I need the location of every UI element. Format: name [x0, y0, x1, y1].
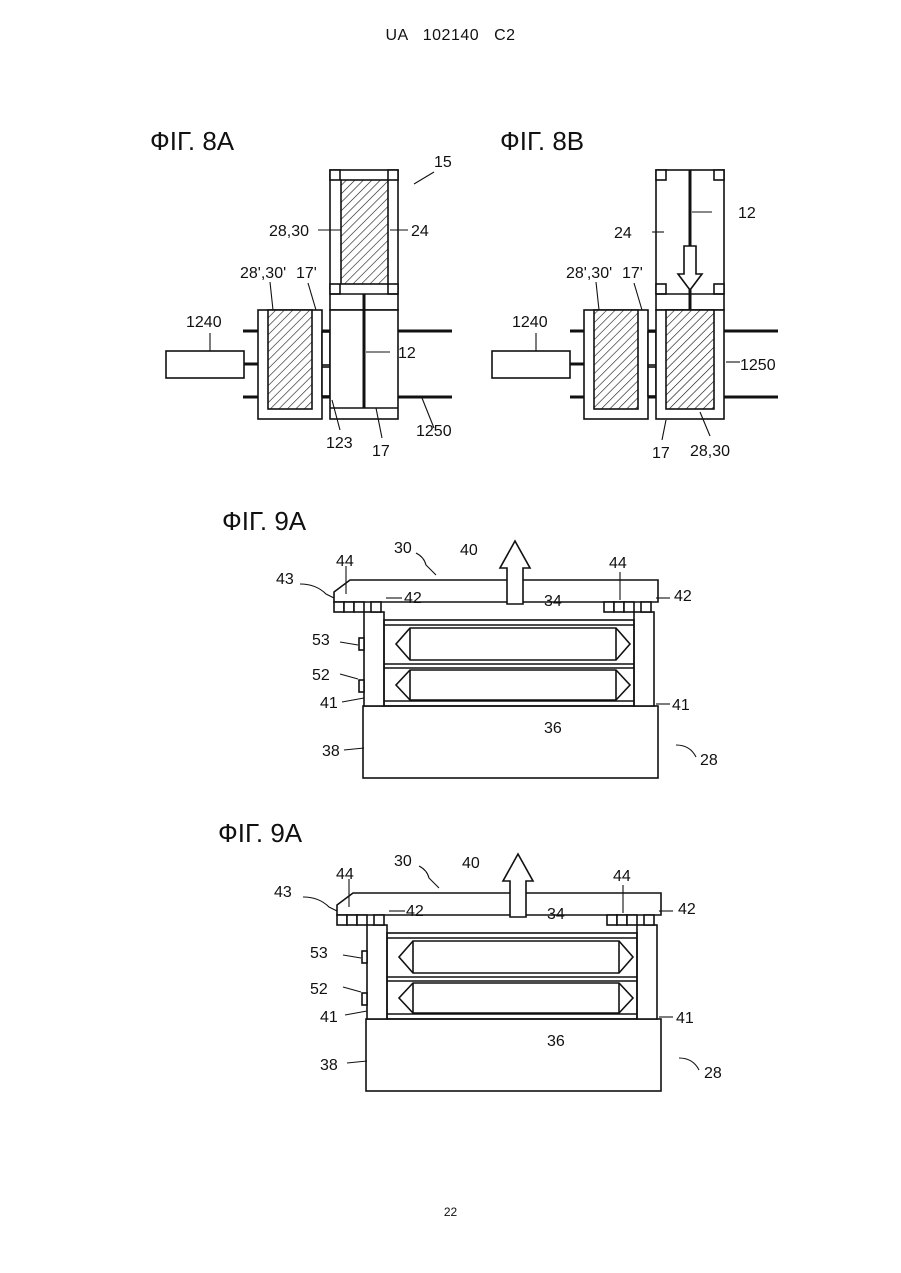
label-1250: 1250	[416, 423, 452, 440]
label-40: 40	[462, 855, 480, 872]
label-24: 24	[411, 223, 429, 240]
figure-9a-top-title: ФІГ. 9А	[222, 506, 307, 536]
label-52: 52	[312, 667, 330, 684]
figure-8b: ФІГ. 8В 12 24	[492, 126, 778, 462]
label-52: 52	[310, 981, 328, 998]
label-38: 38	[320, 1057, 338, 1074]
label-34: 34	[547, 906, 565, 923]
label-17p: 17'	[622, 265, 643, 282]
label-41-right: 41	[676, 1010, 694, 1027]
label-44-left: 44	[336, 553, 354, 570]
label-53: 53	[310, 945, 328, 962]
label-30: 30	[394, 853, 412, 870]
label-36: 36	[547, 1033, 565, 1050]
figure-9a-top: ФІГ. 9А 30 40 43 44 44 42 42 34 53 52 41…	[222, 506, 718, 778]
label-28p-30p: 28',30'	[240, 265, 286, 282]
label-43: 43	[276, 571, 294, 588]
label-40: 40	[460, 542, 478, 559]
label-12: 12	[398, 345, 416, 362]
label-42-left: 42	[404, 590, 422, 607]
label-43: 43	[274, 884, 292, 901]
figure-8a-title: ФІГ. 8А	[150, 126, 235, 156]
figure-9a-bottom-title: ФІГ. 9А	[218, 818, 303, 848]
label-15: 15	[434, 154, 452, 171]
label-42-right: 42	[678, 901, 696, 918]
label-28-30: 28,30	[690, 443, 730, 460]
label-41-left: 41	[320, 695, 338, 712]
label-53: 53	[312, 632, 330, 649]
figure-9a-bottom: ФІГ. 9А 30 40 43 44 44 42 42 34 53 52 41…	[218, 818, 722, 1091]
label-36: 36	[544, 720, 562, 737]
label-12: 12	[738, 205, 756, 222]
label-28p-30p: 28',30'	[566, 265, 612, 282]
label-34: 34	[544, 593, 562, 610]
label-30: 30	[394, 540, 412, 557]
label-42-left: 42	[406, 903, 424, 920]
label-28-30: 28,30	[269, 223, 309, 240]
label-1240: 1240	[512, 314, 548, 331]
label-28: 28	[700, 752, 718, 769]
figure-8a: ФІГ. 8А 15 28,30 2	[150, 126, 452, 460]
label-24: 24	[614, 225, 632, 242]
label-123: 123	[326, 435, 353, 452]
figure-8b-title: ФІГ. 8В	[500, 126, 584, 156]
label-41-left: 41	[320, 1009, 338, 1026]
label-17: 17	[652, 445, 670, 462]
label-17: 17	[372, 443, 390, 460]
label-28: 28	[704, 1065, 722, 1082]
label-38: 38	[322, 743, 340, 760]
label-44-right: 44	[613, 868, 631, 885]
page-number: 22	[0, 1205, 901, 1219]
label-44-left: 44	[336, 866, 354, 883]
label-41-right: 41	[672, 697, 690, 714]
label-1250: 1250	[740, 357, 776, 374]
label-42-right: 42	[674, 588, 692, 605]
label-17p: 17'	[296, 265, 317, 282]
label-1240: 1240	[186, 314, 222, 331]
label-44-right: 44	[609, 555, 627, 572]
